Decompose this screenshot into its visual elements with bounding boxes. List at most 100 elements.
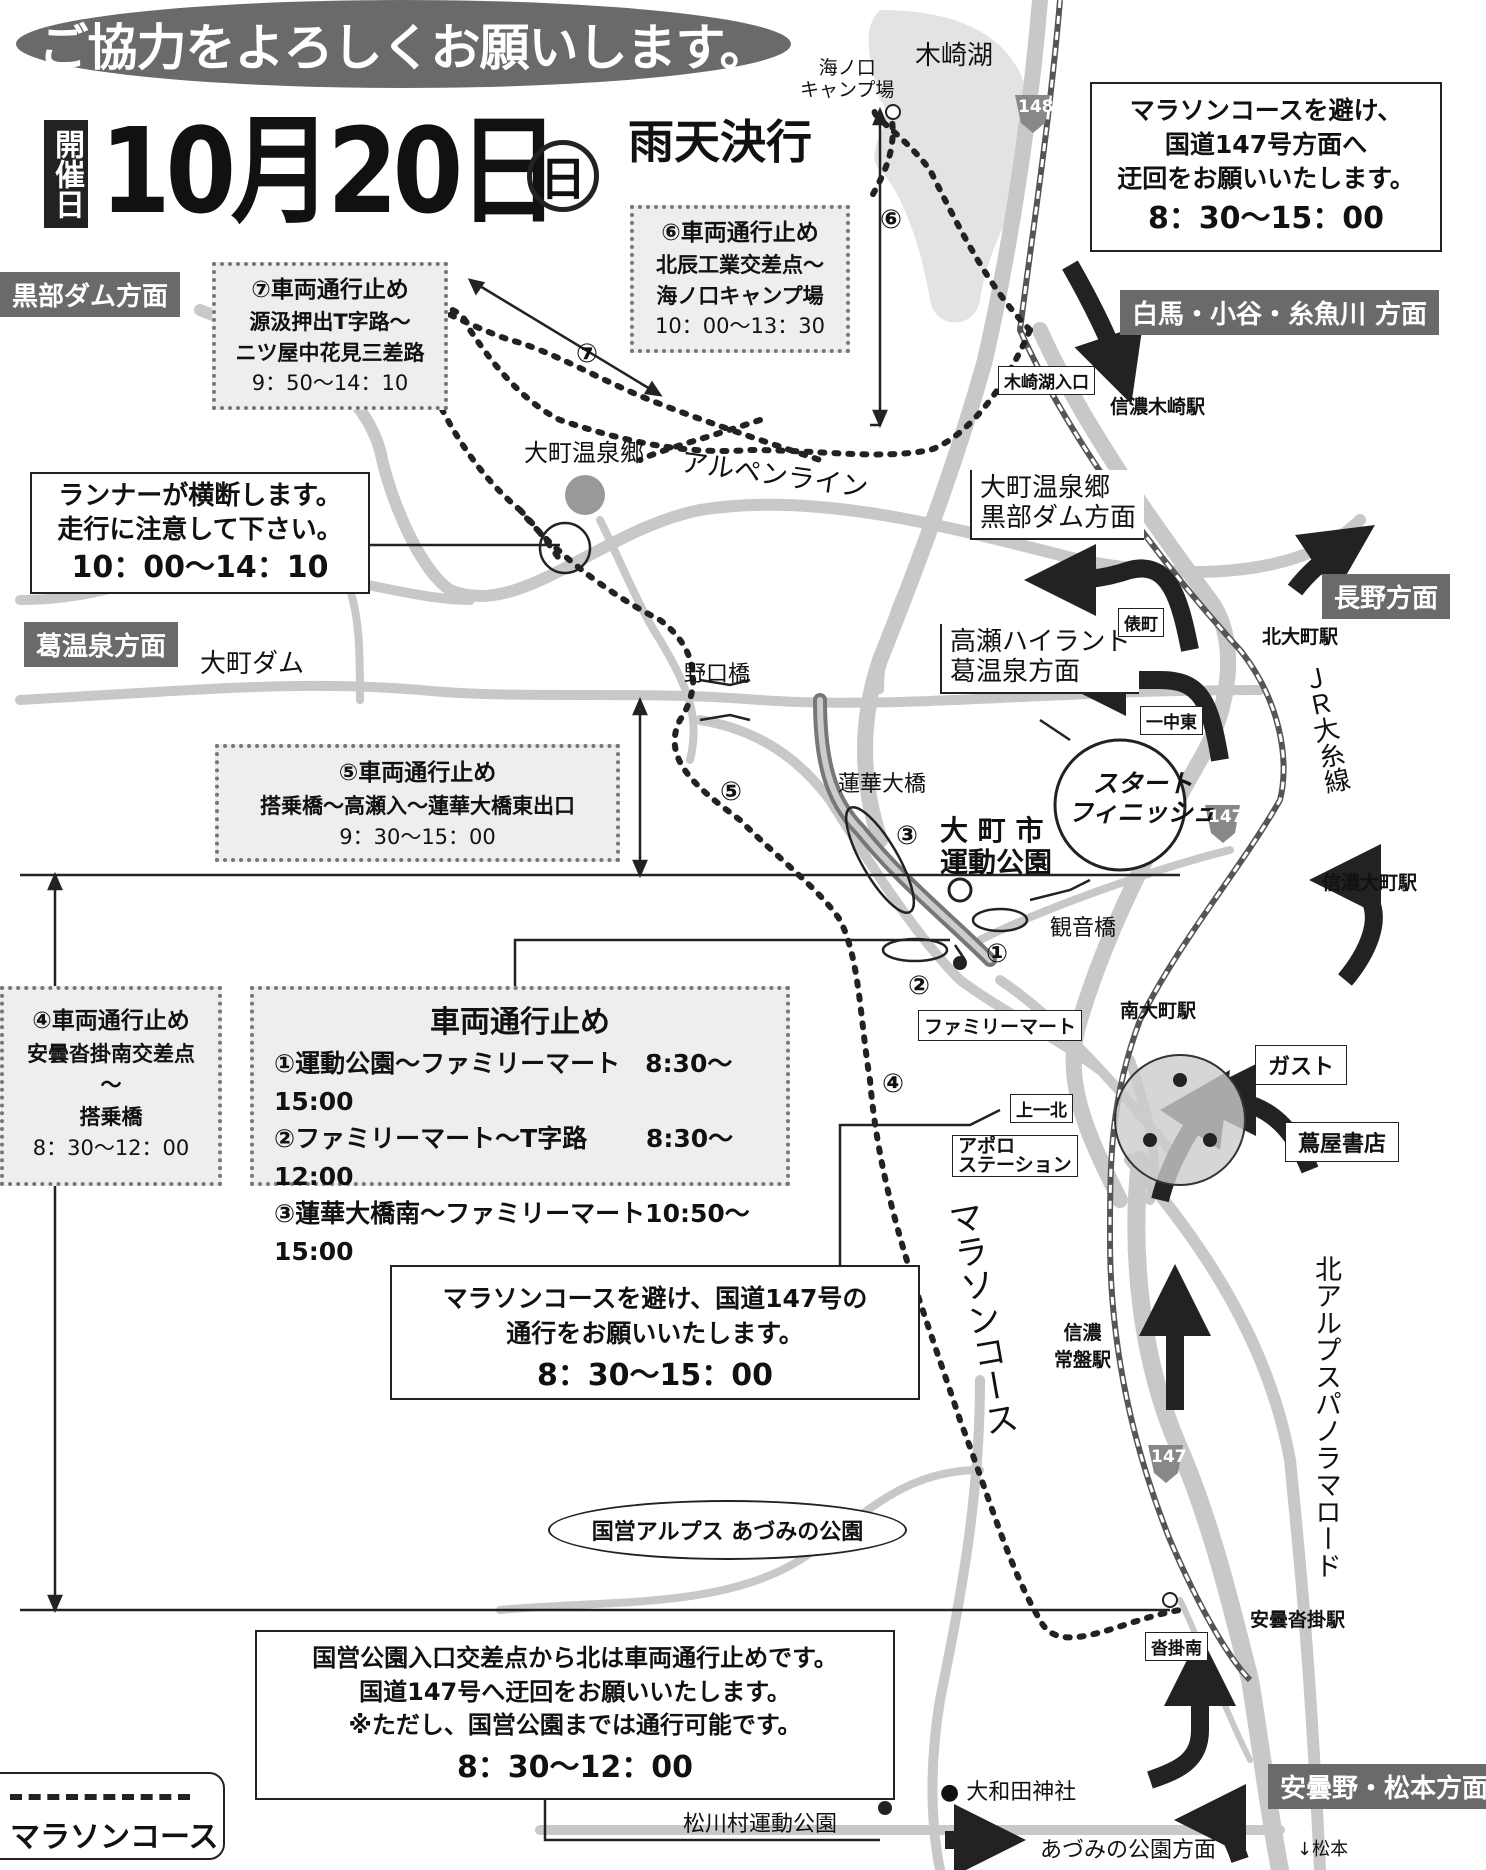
sign-kizakiko: 木崎湖入口 [998, 366, 1095, 395]
notice-4: ④車両通行止め 安曇沓掛南交差点 ～ 搭乗橋 8：30～12：00 [0, 986, 222, 1186]
marker-7: ⑦ [576, 339, 599, 369]
notice-main: 車両通行止め ①運動公園～ファミリーマート 8:30～15:00 ②ファミリーマ… [250, 986, 790, 1266]
place-owada: ● 大和田神社 [940, 1780, 1077, 1805]
sign-apollo: アポロ ステーション [952, 1135, 1078, 1177]
leader-lines [20, 110, 1180, 1842]
onsen-circle [565, 475, 605, 515]
route-148-number: 148 [1018, 97, 1054, 117]
notice-runner: ランナーが横断します。 走行に注意して下さい。 10：00～14：10 [30, 472, 370, 594]
notice-detour-bottom-line1: 国営公園入口交差点から北は車両通行止めです。 [312, 1644, 838, 1672]
dir-kuzu: 葛温泉方面 [24, 622, 179, 667]
dir-hakuba: 白馬・小谷・糸魚川 方面 [1120, 290, 1440, 335]
notice-runner-time: 10：00～14：10 [71, 549, 329, 585]
notice-main-row2: ②ファミリーマート～T字路 8:30～12:00 [274, 1124, 734, 1191]
place-matsumoto: ↓松本 [1297, 1839, 1349, 1860]
legend-label: マラソンコース [10, 1820, 219, 1855]
sign-kamiichikita: 上一北 [1010, 1094, 1073, 1123]
notice-detour-top-time: 8：30～15：00 [1147, 201, 1385, 237]
place-azumino-dir: あづみの公園方面 [1040, 1838, 1217, 1863]
jr-line [1016, 0, 1287, 1683]
header-banner: ご協力をよろしくお願いします。 [16, 0, 791, 88]
route-147a-number: 147 [1208, 807, 1244, 827]
place-dam: 大町ダム [200, 649, 305, 679]
notice-detour-mid-line2: 通行をお願いいたします。 [506, 1319, 804, 1348]
notice-4-line1: 安曇沓掛南交差点 [27, 1041, 195, 1066]
station-azumi-kutsukake: 安曇沓掛駅 [1250, 1609, 1346, 1631]
place-park: 大 町 市 運動公園 [940, 814, 1053, 880]
notice-6-line1: 北辰工業交差点～ [656, 253, 824, 278]
notice-5-line1: 搭乗橋～高瀬入～蓮華大橋東出口 [260, 793, 575, 818]
date-label: 開催日 [49, 129, 84, 219]
sign-tsutaya: 蔦屋書店 [1285, 1122, 1400, 1162]
sign-kutsukake: 沓掛南 [1145, 1632, 1208, 1661]
zone-1-ellipse [971, 907, 1029, 933]
dir-takase: 高瀬ハイランド 葛温泉方面 [940, 624, 1140, 694]
notice-7-title: ⑦車両通行止め [251, 277, 409, 303]
notice-detour-bottom: 国営公園入口交差点から北は車両通行止めです。 国道147号へ迂回をお願いいたしま… [255, 1630, 895, 1800]
dir-kurobe: 黒部ダム方面 [0, 272, 181, 317]
sign-family-mart: ファミリーマート [918, 1010, 1083, 1041]
place-kannon: 観音橋 [1050, 916, 1117, 941]
marker-1: ① [986, 939, 1009, 969]
notice-5: ⑤車両通行止め 搭乗橋～高瀬入～蓮華大橋東出口 9：30～15：00 [215, 744, 620, 862]
station-kizaki: 信濃木崎駅 [1110, 396, 1206, 418]
start-finish-circle [1053, 738, 1187, 872]
route-147b-number: 147 [1151, 1447, 1187, 1467]
notice-7-line2: ニツ屋中花見三差路 [235, 340, 425, 365]
sign-tawaramachi: 俵町 [1118, 608, 1164, 637]
dimension-arrows [47, 106, 888, 1614]
dir-nagano: 長野方面 [1322, 574, 1451, 619]
station-shinano-omachi: 信濃大町駅 [1322, 872, 1418, 894]
marker-3: ③ [896, 821, 919, 851]
notice-detour-top: マラソンコースを避け、 国道147号方面へ 迂回をお願いいたします。 8：30～… [1090, 82, 1442, 252]
place-lake: 木崎湖 [915, 41, 994, 71]
place-camp: 海ノ口 キャンプ場 [800, 57, 895, 101]
notice-detour-top-line1: マラソンコースを避け、 [1129, 96, 1403, 125]
intersection-circle [1114, 1054, 1246, 1186]
notice-main-row1: ①運動公園～ファミリーマート 8:30～15:00 [274, 1049, 733, 1116]
notice-6: ⑥車両通行止め 北辰工業交差点～ 海ノ口キャンプ場 10：00～13：30 [630, 205, 850, 353]
place-onsen: 大町温泉郷 [524, 439, 644, 467]
event-date: 10月20日 [100, 102, 560, 240]
road-148 [857, 0, 1048, 848]
runner-crossing-circle [538, 521, 592, 575]
notice-5-title: ⑤車両通行止め [338, 760, 497, 786]
notice-6-line2: 海ノ口キャンプ場 [656, 283, 824, 308]
notice-4-title: ④車両通行止め [32, 1008, 190, 1034]
station-minami-omachi: 南大町駅 [1120, 1000, 1197, 1022]
route-shields [1015, 95, 1240, 1483]
notice-runner-line1: ランナーが横断します。 [58, 481, 342, 511]
national-park-oval: 国営アルプス あづみの公園 [548, 1500, 907, 1560]
notice-detour-bottom-time: 8：30～12：00 [456, 1749, 694, 1785]
event-weekday-text: 日 [540, 152, 586, 206]
legend-dotted-sample [10, 1794, 190, 1800]
road-panorama [1124, 1154, 1326, 1870]
national-park-label: 国営アルプス あづみの公園 [591, 1520, 864, 1545]
zone-2-ellipse [881, 937, 949, 963]
notice-7-time: 9：50～14：10 [251, 371, 409, 396]
notice-4-time: 8：30～12：00 [32, 1136, 190, 1160]
rain-note: 雨天決行 [628, 115, 812, 169]
marker-5: ⑤ [720, 777, 743, 807]
dir-onsen-kurobe: 大町温泉郷 黒部ダム方面 [970, 470, 1145, 540]
place-noguchi: 野口橋 [684, 662, 751, 687]
notice-4-line2: ～ [100, 1073, 122, 1097]
legend: マラソンコース [0, 1772, 225, 1860]
dir-azumino-matsumoto: 安曇野・松本方面 [1268, 1764, 1486, 1809]
event-weekday: 日 [527, 140, 599, 212]
lake-kizaki [868, 10, 1030, 323]
sign-ichuhigashi: 一中東 [1140, 706, 1203, 735]
place-matsukawa: 松川村運動公園 [683, 1812, 838, 1837]
place-panorama: 北アルプスパノラマロード [1310, 1255, 1342, 1579]
notice-detour-mid: マラソンコースを避け、国道147号の 通行をお願いいたします。 8：30～15：… [390, 1265, 920, 1400]
notice-7: ⑦車両通行止め 源汲押出T字路～ ニツ屋中花見三差路 9：50～14：10 [212, 262, 448, 410]
place-renge: 蓮華大橋 [838, 772, 927, 797]
notice-main-title: 車両通行止め [430, 1005, 610, 1040]
marker-6: ⑥ [880, 205, 903, 235]
notice-detour-top-line2: 国道147号方面へ [1164, 129, 1368, 159]
road-network [15, 0, 1366, 1870]
notice-6-title: ⑥車両通行止め [661, 220, 819, 246]
notice-detour-bottom-line3: ※ただし、国営公園までは通行可能です。 [348, 1711, 802, 1740]
zone-3-ellipse [844, 806, 916, 914]
